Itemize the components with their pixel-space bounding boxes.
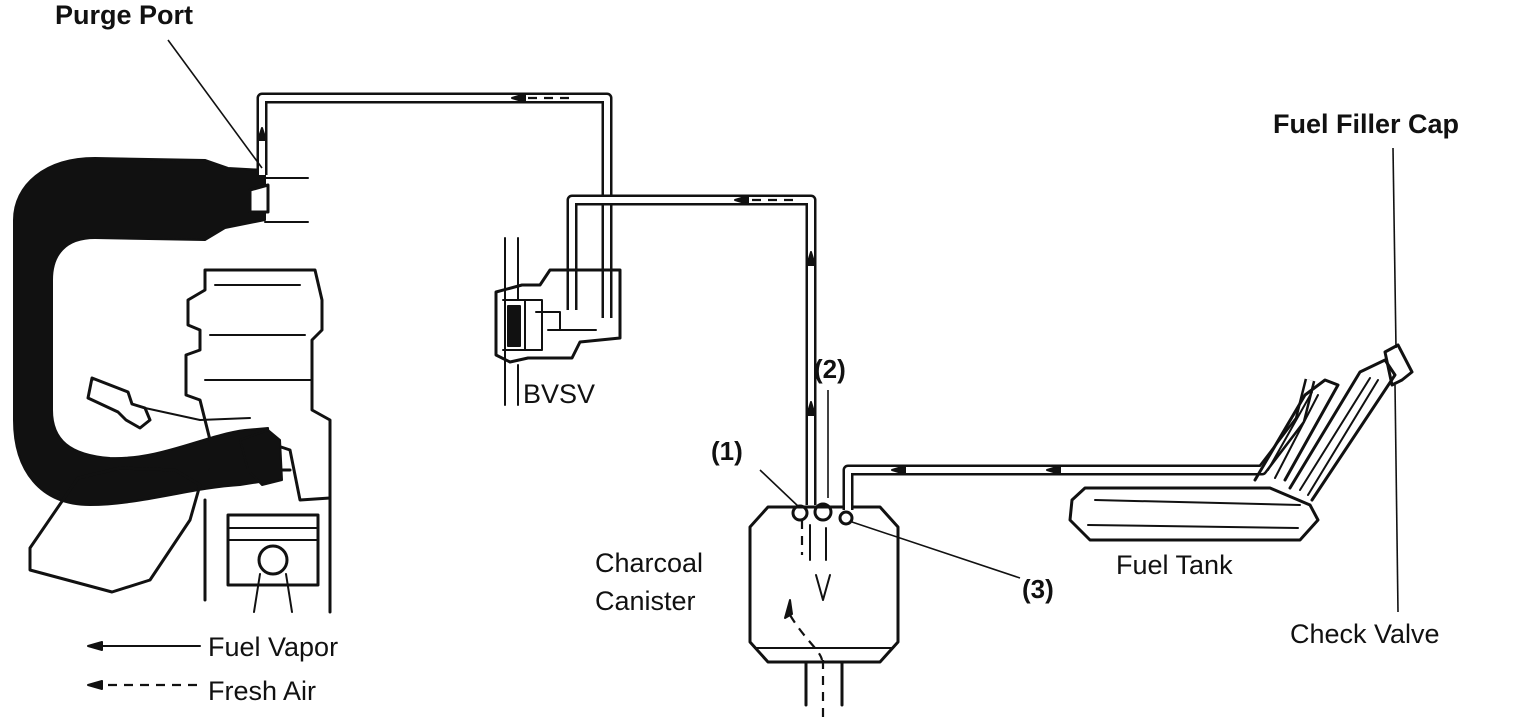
manifold-detail (204, 284, 313, 381)
port-1-leader (759, 469, 801, 509)
cylinder-wall (203, 468, 332, 614)
bvsv-valve (494, 237, 622, 406)
check-valve-leader (1394, 384, 1399, 613)
charcoal-canister (748, 502, 900, 722)
legend-fresh-air-arrow (87, 680, 103, 690)
connecting-rod (253, 573, 293, 613)
engine-block (28, 466, 202, 594)
leader-lines (167, 39, 1399, 613)
check-valve-label: Check Valve (1290, 619, 1440, 649)
tank-vapor-hose (842, 378, 1316, 510)
canister-label: Canister (595, 586, 696, 616)
piston-rings (227, 527, 319, 541)
purge-port-leader (167, 39, 263, 169)
piston (226, 513, 320, 587)
filler-cap-leader (1392, 147, 1397, 349)
piston-pin (257, 544, 289, 576)
fuel-injector (86, 376, 152, 430)
purge-hose (256, 92, 613, 318)
legend-fuel-vapor-arrow (87, 641, 103, 651)
fuel-filler-cap-label: Fuel Filler Cap (1273, 109, 1459, 139)
intake-duct (13, 157, 273, 506)
legend (87, 641, 201, 690)
port-1-label: (1) (711, 436, 743, 466)
flow-arrows (257, 93, 1061, 475)
fuel-tank-label: Fuel Tank (1116, 550, 1233, 580)
legend-fuel-vapor-label: Fuel Vapor (208, 632, 338, 662)
purge-port-label: Purge Port (55, 0, 193, 30)
throttle-plate (248, 183, 270, 214)
fuel-tank (1068, 343, 1414, 542)
legend-fresh-air-label: Fresh Air (208, 676, 316, 706)
engine-intake-assembly (13, 157, 332, 614)
charcoal-label: Charcoal (595, 548, 703, 578)
port-3-label: (3) (1022, 574, 1054, 604)
canister-purge-hose (566, 194, 817, 505)
bvsv-label: BVSV (523, 379, 595, 409)
port-3-leader (851, 521, 1021, 579)
intake-pipe-stub (264, 177, 309, 223)
injector-wire (144, 407, 251, 421)
port-2-label: (2) (814, 354, 846, 384)
